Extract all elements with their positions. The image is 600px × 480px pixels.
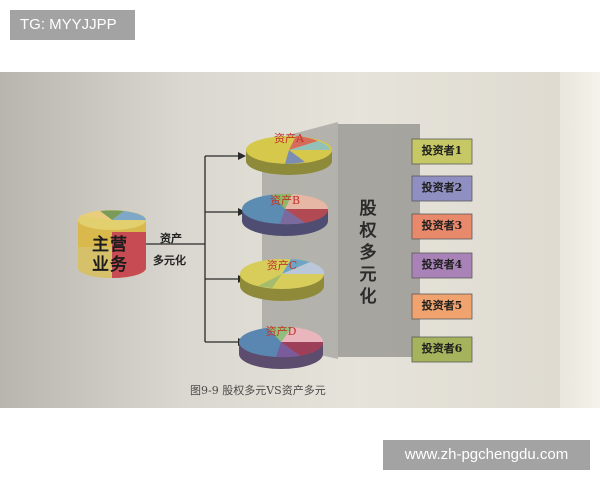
- investor-box-6: [411, 336, 473, 363]
- investor-boxes: [411, 138, 473, 363]
- diagram-graphics: [78, 122, 473, 369]
- investor-box-5: [411, 293, 473, 320]
- equity-label-char-2: 权: [359, 221, 377, 241]
- core-business-label-line1: 主营: [92, 235, 128, 255]
- core-business-cylinder: [78, 210, 146, 278]
- connector-arrowheads: [238, 152, 246, 346]
- investor-label-6: 投资者6: [421, 342, 463, 355]
- investor-label-1: 投资者1: [421, 144, 463, 157]
- pie-label-c: 资产C: [266, 259, 298, 272]
- pie-label-a: 资产A: [274, 132, 304, 145]
- book-photo: 主营 业务 资产 多元化 资产A 资产B 资产C 资产D 股 权 多 元 化 投…: [0, 72, 600, 408]
- investor-box-2: [411, 175, 473, 202]
- equity-label-char-1: 股: [359, 199, 377, 219]
- equity-label-char-5: 化: [359, 287, 377, 307]
- pie-chart-a: [246, 136, 332, 175]
- pie-label-b: 资产B: [269, 194, 301, 207]
- equity-label-char-4: 元: [359, 265, 377, 285]
- investor-label-2: 投资者2: [421, 181, 463, 194]
- investor-label-4: 投资者4: [421, 258, 463, 271]
- pie-chart-b: [242, 193, 329, 236]
- connector-lines: [140, 155, 238, 343]
- asset-diversification-label-line1: 资产: [160, 232, 182, 245]
- watermark-tag-top: TG: MYYJJPP: [10, 10, 135, 40]
- core-business-label-line2: 业务: [92, 255, 128, 275]
- pie-label-d: 资产D: [265, 325, 297, 338]
- figure-caption: 图9-9 股权多元VS资产多元: [190, 384, 326, 397]
- pie-chart-d: [239, 326, 324, 369]
- asset-diversification-label-line2: 多元化: [153, 254, 186, 267]
- pie-chart-c: [240, 259, 325, 301]
- investor-box-4: [411, 252, 473, 279]
- page-edge: [560, 72, 600, 408]
- investor-label-5: 投资者5: [421, 299, 463, 312]
- investor-box-3: [411, 213, 473, 240]
- equity-label-char-3: 多: [359, 243, 377, 263]
- investor-box-1: [411, 138, 473, 165]
- equity-arrow-body: [338, 124, 420, 357]
- investor-label-3: 投资者3: [421, 219, 463, 232]
- watermark-url-tag: www.zh-pgchengdu.com: [383, 440, 590, 470]
